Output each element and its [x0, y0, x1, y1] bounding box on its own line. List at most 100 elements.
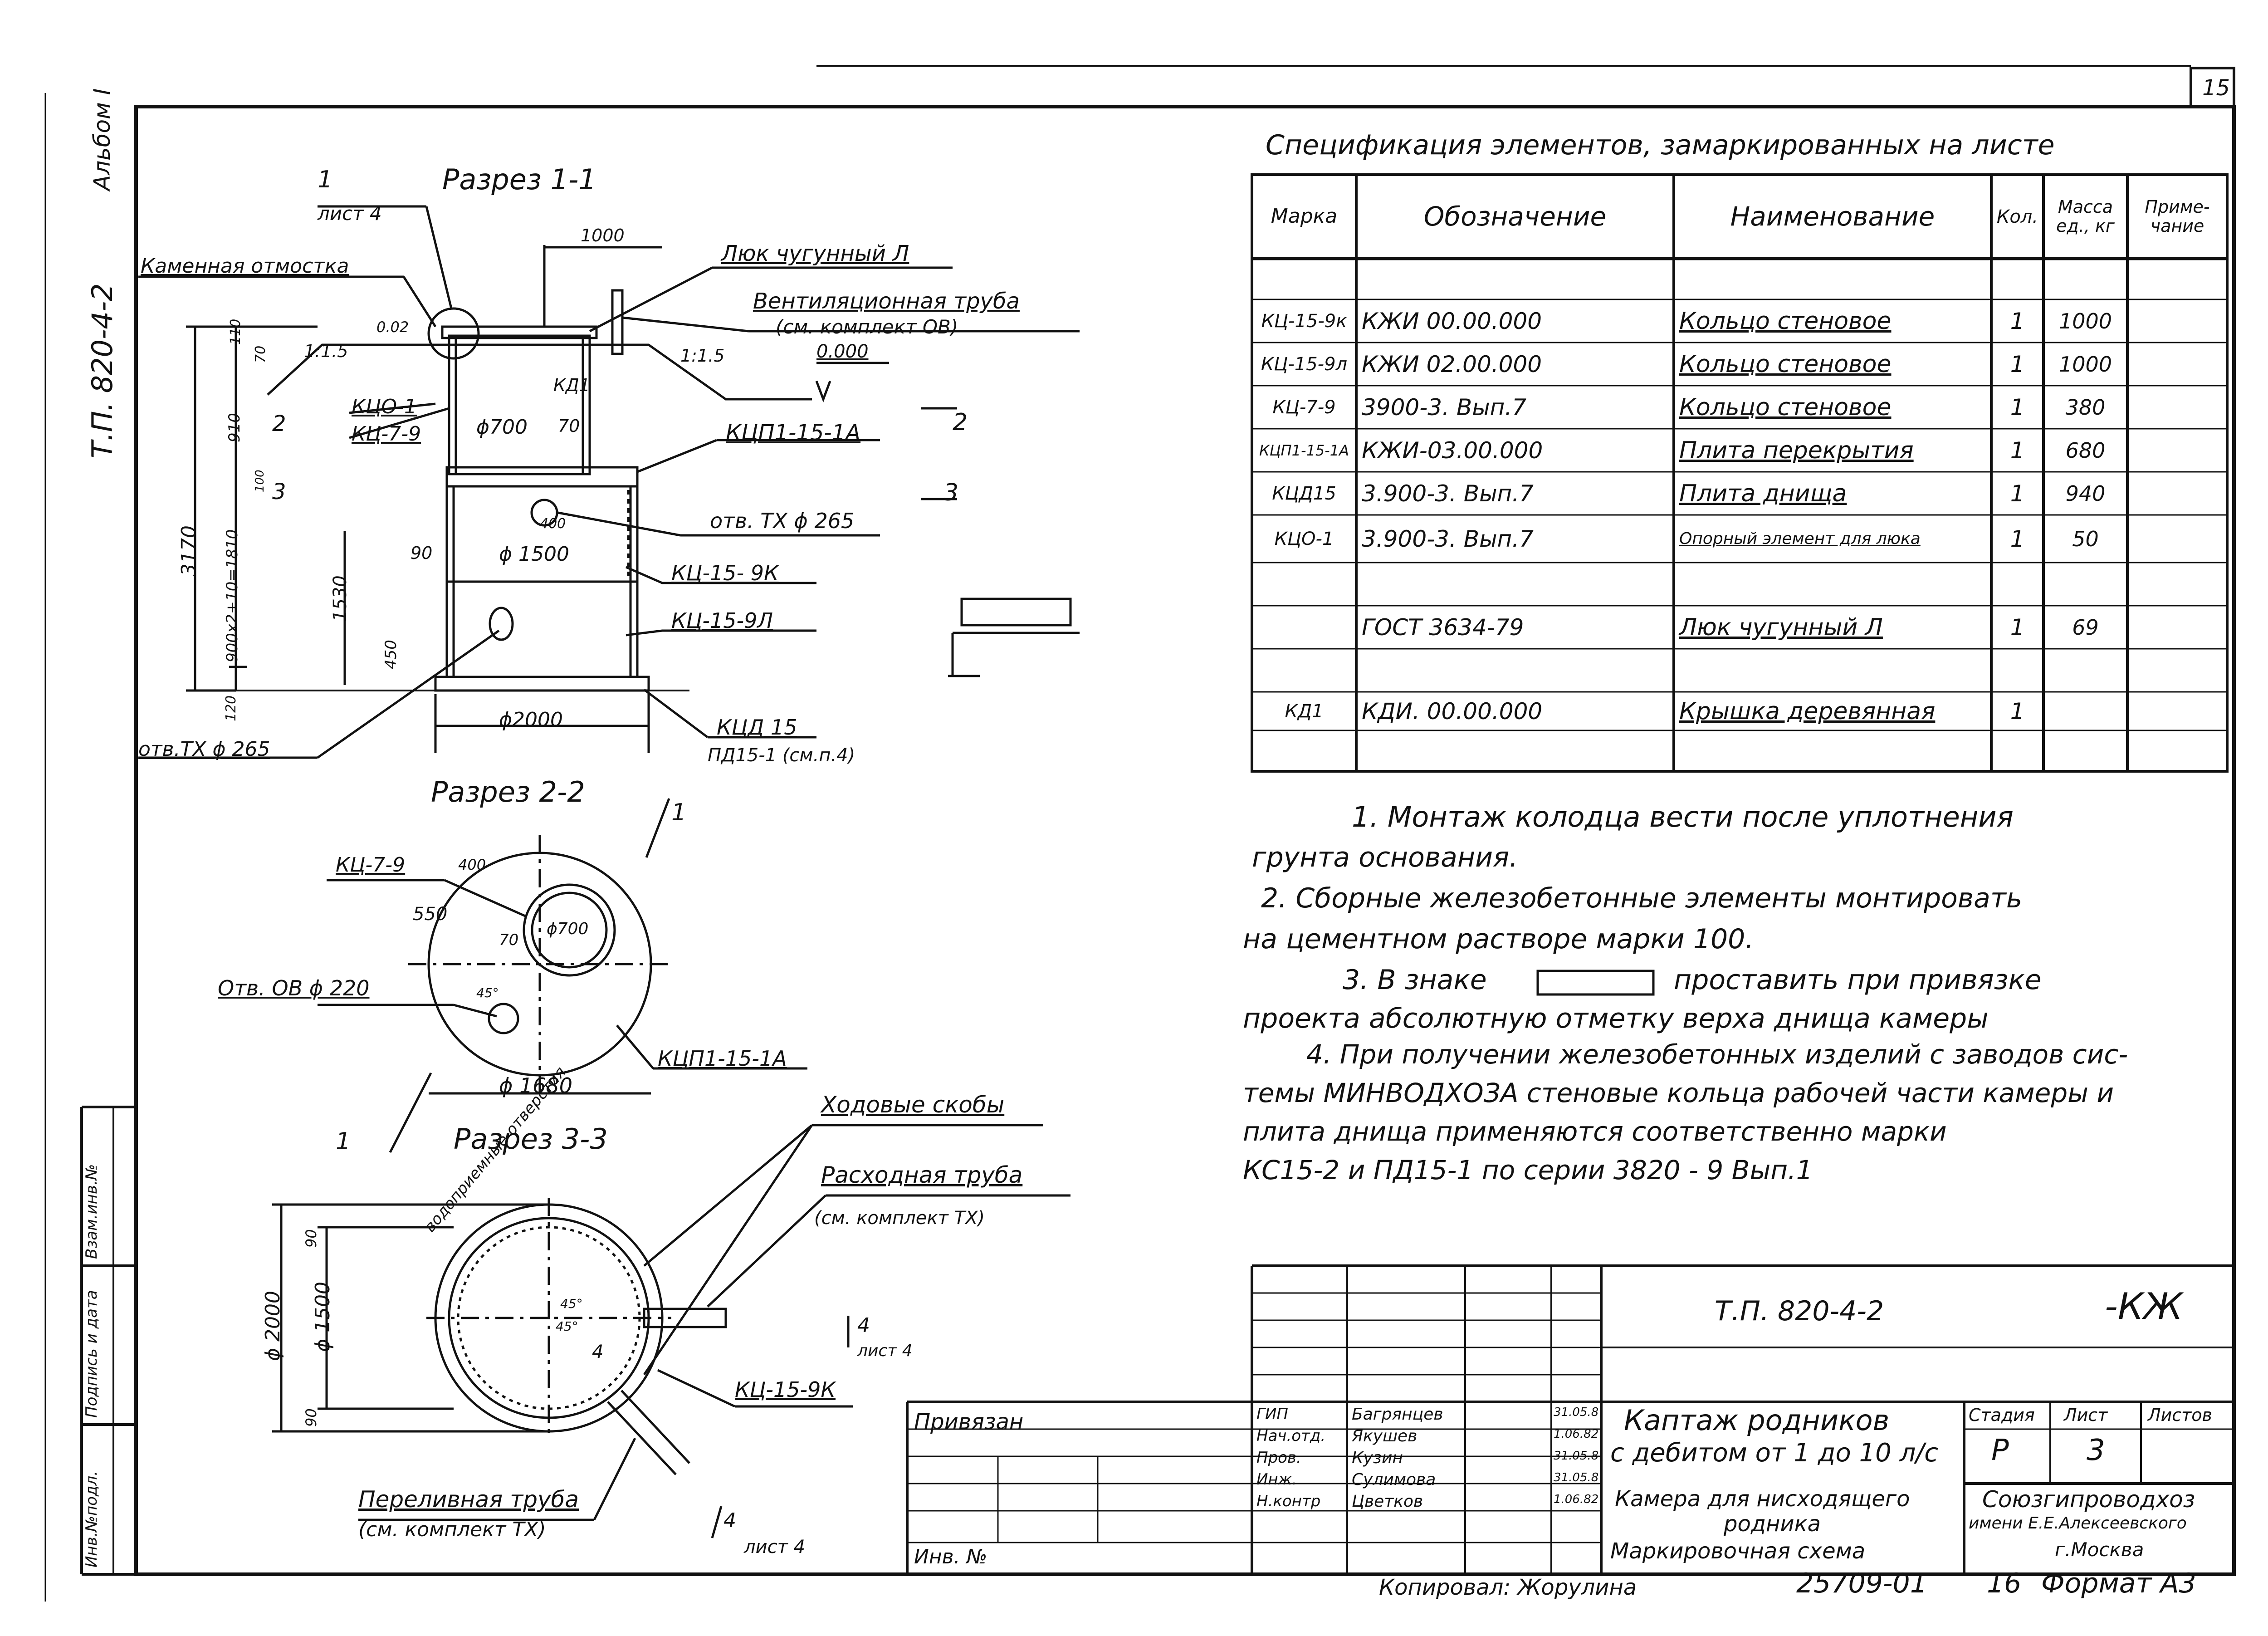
spec-cell: КЖИ 02.00.000	[1362, 351, 1542, 377]
spec-cell: 380	[2065, 395, 2106, 420]
hole-left-label: отв.ТХ ϕ 265	[138, 738, 270, 761]
callout-number: 1	[318, 166, 333, 193]
spec-cell: 1	[2010, 614, 2025, 641]
spec-cell: 1	[2010, 480, 2025, 507]
spec-header-cell: Обозначение	[1423, 201, 1607, 232]
note-2b: на цементном растворе марки 100.	[1243, 923, 1754, 955]
slope-right: 1:1.5	[680, 346, 725, 366]
dim-1810: 900x2+10=1810	[223, 529, 241, 662]
note-3c: проекта абсолютную отметку верха днища к…	[1243, 1003, 1989, 1034]
spec-cell: Кольцо стеновое	[1679, 307, 1892, 335]
tb-org-1: Союзгипроводхоз	[1982, 1486, 2195, 1513]
spec-cell: 1	[2010, 308, 2025, 334]
spec-cell: Люк чугунный Л	[1679, 613, 1883, 641]
cut-1-bottom: 1	[336, 1128, 351, 1155]
spec-cell: КД1	[1285, 700, 1324, 722]
section-2-2-title: Разрез 2-2	[431, 775, 585, 808]
angle-45-b: 45°	[556, 1319, 578, 1334]
outflow-pipe-label: Расходная труба	[821, 1162, 1023, 1188]
tb-sheet-title-3: Маркировочная схема	[1610, 1538, 1866, 1564]
mark-002: 0.02	[376, 318, 409, 336]
overflow-pipe-ref: (см. комплект ТХ)	[358, 1518, 546, 1541]
hole-tx: отв. ТХ ϕ 265	[710, 509, 855, 533]
angle-45-a: 45°	[560, 1296, 583, 1311]
kd1-label: КД1	[553, 375, 590, 395]
spec-cell: 1	[2010, 394, 2025, 421]
spec-cell: КЦ-15-9л	[1261, 353, 1348, 375]
kcp-label: КЦП1-15-1А	[726, 420, 861, 446]
spec-cell: Крышка деревянная	[1679, 697, 1936, 725]
spec-cell: Кольцо стеновое	[1679, 393, 1892, 421]
slope-left: 1:1.5	[304, 341, 348, 361]
tb-sheet-title-1: Камера для нисходящего	[1615, 1486, 1910, 1512]
spec-cell: КЦ-15-9к	[1261, 310, 1347, 332]
note-2a: 2. Сборные железобетонные элементы монти…	[1261, 882, 2023, 914]
dim-120: 120	[223, 695, 239, 721]
inv-replace-label: Взам.инв.№	[83, 1164, 101, 1259]
spec-cell: Опорный элемент для люка	[1679, 529, 1921, 548]
dim-550: 550	[413, 904, 448, 925]
tb-work-title-2: с дебитом от 1 до 10 л/с	[1610, 1438, 1939, 1468]
tb-project-code: Т.П. 820-4-2	[1715, 1295, 1884, 1327]
tb-sheets-label: Листов	[2148, 1405, 2212, 1425]
spec-cell: 1	[2010, 351, 2025, 377]
cut-4-inner: 4	[592, 1342, 604, 1362]
tb-sheet-label: Лист	[2064, 1405, 2108, 1425]
spec-header-cell: Наименование	[1730, 201, 1935, 232]
spec-cell: Плита днища	[1679, 480, 1847, 507]
spec-header-cell: Приме-чание	[2145, 196, 2210, 236]
spec-header-cell: Кол.	[1996, 206, 2038, 227]
note-3b: проставить при привязке	[1674, 964, 2042, 996]
signature-date: 1.06.82	[1554, 1493, 1599, 1506]
tb-org-3: г.Москва	[2055, 1538, 2144, 1561]
spec-cell: 680	[2065, 438, 2106, 463]
tb-suffix: -КЖ	[2105, 1285, 2183, 1327]
tb-stage: Р	[1991, 1434, 2009, 1467]
cut-4-right: 4	[857, 1314, 870, 1337]
album-label: Альбом I	[89, 88, 115, 191]
cut-4-right-sheet: лист 4	[857, 1342, 913, 1360]
spec-cell: 1000	[2058, 352, 2112, 377]
section-1-1-title: Разрез 1-1	[442, 163, 596, 196]
spec-cell: КЦД15	[1272, 483, 1336, 504]
footer-copied: Копировал: Жорулина	[1379, 1575, 1637, 1600]
overflow-pipe-label: Переливная труба	[358, 1486, 579, 1513]
kc79-label-2: КЦ-7-9	[336, 853, 406, 877]
d2000-label-3: ϕ 2000	[261, 1291, 284, 1361]
spec-cell: КЦО-1	[1274, 528, 1334, 549]
spec-cell: ГОСТ 3634-79	[1362, 614, 1524, 641]
sheet-number: 15	[2202, 75, 2230, 101]
callout-sheet: лист 4	[318, 202, 382, 225]
tb-sheet-title-2: родника	[1724, 1511, 1821, 1537]
cut-3: 3	[943, 479, 959, 506]
mark-000: 0.000	[816, 341, 869, 362]
inv-original-label: Инв.№подл.	[83, 1471, 101, 1567]
signature-role: ГИП	[1256, 1405, 1288, 1423]
dim-3: 3	[272, 479, 286, 505]
angle-45: 45°	[476, 985, 499, 1000]
spec-cell: Кольцо стеновое	[1679, 350, 1892, 378]
spec-cell: 3900-3. Вып.7	[1362, 394, 1527, 421]
signature-name: Кузин	[1352, 1449, 1403, 1467]
dim-90-top: 90	[303, 1229, 320, 1248]
outflow-pipe-ref: (см. комплект ТХ)	[814, 1208, 985, 1229]
note-4a: 4. При получении железобетонных изделий …	[1306, 1039, 2128, 1070]
d1680-label: ϕ 1680	[499, 1073, 573, 1098]
signature-name: Якушев	[1352, 1427, 1418, 1445]
note-3a: 3. В знаке	[1343, 964, 1487, 996]
d1500-label: ϕ 1500	[499, 543, 569, 566]
tb-org-2: имени Е.Е.Алексеевского	[1969, 1514, 2187, 1533]
vent-pipe-label: Вентиляционная труба	[753, 289, 1020, 314]
tb-bound: Привязан	[914, 1409, 1024, 1435]
signature-role: Пров.	[1256, 1449, 1301, 1467]
signature-role: Инж.	[1256, 1470, 1297, 1489]
dim-3170: 3170	[177, 525, 200, 576]
d700-label: ϕ700	[476, 416, 528, 439]
hole-ov: Отв. ОВ ϕ 220	[218, 976, 370, 1000]
spec-cell: 1	[2010, 525, 2025, 552]
dim-90-bottom: 90	[303, 1408, 320, 1427]
section-3-3-title: Разрез 3-3	[454, 1122, 608, 1156]
footer-page: 16	[1987, 1567, 2022, 1599]
dim-400: 400	[540, 516, 566, 532]
signature-name: Сулимова	[1352, 1470, 1436, 1489]
